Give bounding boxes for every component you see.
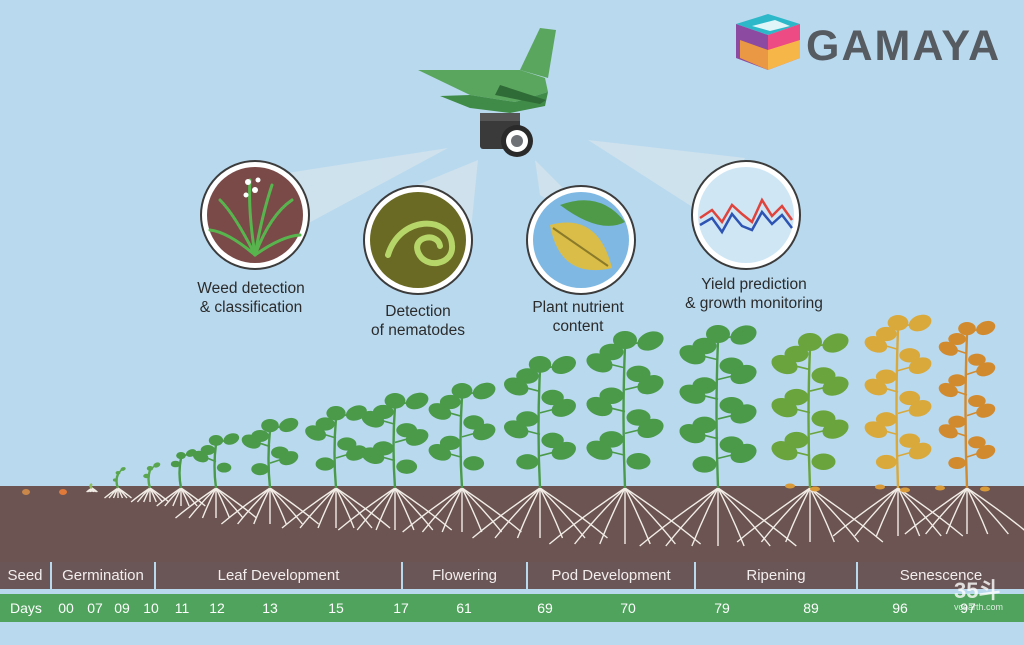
- day-value: 12: [209, 600, 225, 616]
- yield-chart-icon: [691, 160, 801, 270]
- plant-icon: [472, 356, 608, 539]
- fallen-leaf-icon: [900, 487, 910, 493]
- days-bar: [0, 594, 1024, 622]
- plant-icon: [281, 405, 391, 529]
- stage-pod-development: Pod Development: [528, 562, 694, 589]
- stage-flowering: Flowering: [403, 562, 526, 589]
- day-value: 11: [174, 600, 190, 616]
- day-value: 15: [328, 600, 344, 616]
- brand-name: GAMAYA: [806, 22, 1002, 70]
- day-value: 10: [143, 600, 159, 616]
- day-value: 13: [262, 600, 278, 616]
- feature-label-nematodes: Detection of nematodes: [318, 302, 518, 340]
- feature-label-line: content: [552, 318, 604, 335]
- feature-label-weed: Weed detection & classification: [151, 279, 351, 317]
- plant-icon: [59, 489, 67, 495]
- plant-icon: [175, 433, 257, 519]
- weed-detection-icon: [200, 160, 310, 270]
- plant-icon: [220, 417, 320, 525]
- feature-label-line: & growth monitoring: [685, 295, 823, 312]
- stage-seed: Seed: [0, 562, 50, 589]
- day-value: 89: [803, 600, 819, 616]
- plant-icon: [639, 325, 797, 547]
- watermark-mark: 35斗: [954, 578, 1001, 603]
- feature-label-line: Weed detection: [197, 280, 305, 297]
- feature-label-line: Detection: [385, 303, 451, 320]
- plant-icon: [22, 489, 30, 495]
- drone-icon: [418, 28, 556, 113]
- days-label: Days: [10, 600, 42, 616]
- day-value: 61: [456, 600, 472, 616]
- fallen-leaf-icon: [980, 486, 990, 492]
- stage-leaf-development: Leaf Development: [156, 562, 401, 589]
- plant-icon: [86, 483, 98, 493]
- plant-icon: [832, 314, 964, 537]
- plant-icon: [736, 333, 884, 543]
- camera-beams: [255, 140, 745, 245]
- fallen-leaf-icon: [810, 486, 820, 492]
- fallen-leaf-icon: [875, 484, 885, 490]
- day-value: 07: [87, 600, 103, 616]
- day-value: 97: [960, 600, 976, 616]
- plant-icon: [104, 467, 132, 499]
- day-value: 00: [58, 600, 74, 616]
- gamaya-logo-icon: [736, 14, 800, 70]
- watermark-site: vcearth.com: [954, 602, 1004, 612]
- watermark: 35斗 vcearth.com: [954, 578, 1004, 613]
- fallen-leaf-icon: [935, 485, 945, 491]
- plant-icon: [337, 392, 453, 531]
- day-value: 96: [892, 600, 908, 616]
- plant-icon: [156, 449, 206, 507]
- nematode-icon: [363, 185, 473, 295]
- feature-label-line: & classification: [199, 299, 303, 316]
- stage-ripening: Ripening: [696, 562, 856, 589]
- plant-growth-stages: [22, 314, 1024, 547]
- leaf-nutrient-icon: [526, 185, 636, 295]
- day-value: 17: [393, 600, 409, 616]
- day-value: 79: [714, 600, 730, 616]
- feature-label-line: of nematodes: [371, 322, 465, 339]
- feature-label-line: Plant nutrient: [532, 299, 624, 316]
- day-value: 09: [114, 600, 130, 616]
- feature-label-nutrient: Plant nutrient content: [478, 298, 678, 336]
- day-value: 69: [537, 600, 553, 616]
- camera-icon: [480, 113, 533, 157]
- fallen-leaf-icon: [785, 483, 795, 489]
- feature-label-line: Yield prediction: [701, 276, 807, 293]
- plant-icon: [402, 382, 522, 533]
- day-value: 70: [620, 600, 636, 616]
- plant-icon: [548, 331, 702, 545]
- stage-senescence: Senescence: [858, 562, 1024, 589]
- plant-icon: [904, 320, 1024, 535]
- plant-icon: [130, 462, 170, 503]
- stage-germination: Germination: [52, 562, 154, 589]
- feature-label-yield: Yield prediction & growth monitoring: [654, 275, 854, 313]
